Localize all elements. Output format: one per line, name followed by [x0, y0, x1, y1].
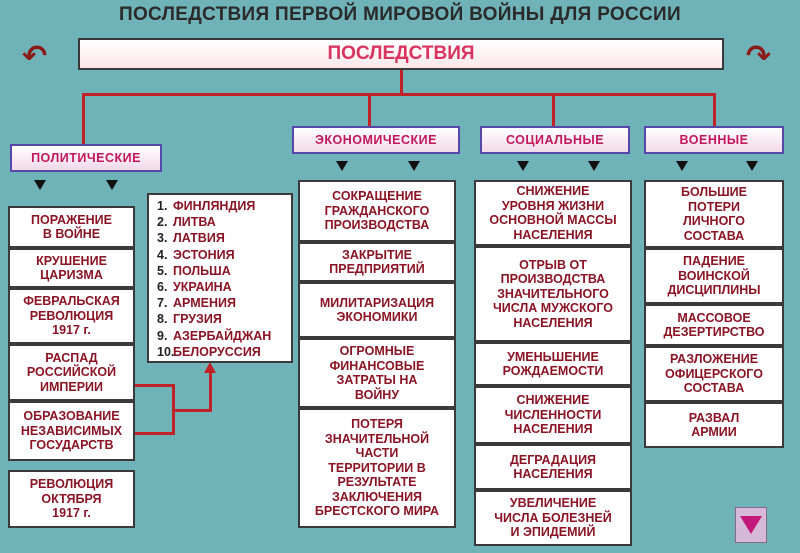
down-arrow-icon: [106, 180, 118, 190]
social-item: ОТРЫВ ОТ ПРОИЗВОДСТВА ЗНАЧИТЕЛЬНОГО ЧИСЛ…: [474, 246, 632, 342]
list-item: 6.УКРАИНА: [157, 280, 232, 295]
bracket-bottom: [135, 432, 175, 435]
economic-item: ОГРОМНЫЕ ФИНАНСОВЫЕ ЗАТРАТЫ НА ВОЙНУ: [298, 338, 456, 408]
list-item: 9.АЗЕРБАЙДЖАН: [157, 328, 272, 343]
political-item: РЕВОЛЮЦИЯ ОКТЯБРЯ 1917 г.: [8, 470, 135, 528]
political-item: ПОРАЖЕНИЕ В ВОЙНЕ: [8, 206, 135, 248]
social-item: УМЕНЬШЕНИЕ РОЖДАЕМОСТИ: [474, 342, 632, 386]
political-item: КРУШЕНИЕ ЦАРИЗМА: [8, 248, 135, 288]
social-item: УВЕЛИЧЕНИЕ ЧИСЛА БОЛЕЗНЕЙ И ЭПИДЕМИЙ: [474, 490, 632, 546]
header-military: ВОЕННЫЕ: [644, 126, 784, 154]
military-item: БОЛЬШИЕ ПОТЕРИ ЛИЧНОГО СОСТАВА: [644, 180, 784, 248]
down-arrow-icon: [517, 161, 529, 171]
connector-political: [82, 93, 85, 145]
bracket-top: [135, 384, 175, 387]
list-item: 4.ЭСТОНИЯ: [157, 247, 235, 262]
economic-item: МИЛИТАРИЗАЦИЯ ЭКОНОМИКИ: [298, 282, 456, 338]
consequences-banner: ПОСЛЕДСТВИЯ: [78, 38, 724, 70]
curved-arrow-left-icon: ↶: [22, 39, 48, 74]
connector-social: [552, 93, 555, 127]
list-item: 2.ЛИТВА: [157, 215, 216, 230]
economic-item: СОКРАЩЕНИЕ ГРАЖДАНСКОГО ПРОИЗВОДСТВА: [298, 180, 456, 242]
curved-arrow-right-icon: ↷: [746, 39, 772, 74]
social-item: ДЕГРАДАЦИЯ НАСЕЛЕНИЯ: [474, 444, 632, 490]
military-item: МАССОВОЕ ДЕЗЕРТИРСТВО: [644, 304, 784, 346]
military-item: ПАДЕНИЕ ВОИНСКОЙ ДИСЦИПЛИНЫ: [644, 248, 784, 304]
down-arrow-icon: [336, 161, 348, 171]
down-arrow-icon: [746, 161, 758, 171]
political-item: ФЕВРАЛЬСКАЯ РЕВОЛЮЦИЯ 1917 г.: [8, 288, 135, 344]
list-item: 7.АРМЕНИЯ: [157, 296, 236, 311]
header-political: ПОЛИТИЧЕСКИЕ: [10, 144, 162, 172]
list-item: 5.ПОЛЬША: [157, 263, 231, 278]
up-arrow-icon: [204, 362, 216, 373]
down-arrow-icon: [588, 161, 600, 171]
military-item: РАЗЛОЖЕНИЕ ОФИЦЕРСКОГО СОСТАВА: [644, 346, 784, 402]
list-item: 1.ФИНЛЯНДИЯ: [157, 199, 256, 213]
economic-item: ПОТЕРЯ ЗНАЧИТЕЛЬНОЙ ЧАСТИ ТЕРРИТОРИИ В Р…: [298, 408, 456, 528]
political-item: РАСПАД РОССИЙСКОЙ ИМПЕРИИ: [8, 344, 135, 401]
economic-item: ЗАКРЫТИЕ ПРЕДПРИЯТИЙ: [298, 242, 456, 282]
list-item: 8.ГРУЗИЯ: [157, 312, 222, 327]
header-social: СОЦИАЛЬНЫЕ: [480, 126, 630, 154]
next-slide-button[interactable]: [735, 507, 767, 543]
triangle-down-icon: [740, 516, 762, 534]
connector-economic: [368, 93, 371, 127]
social-item: СНИЖЕНИЕ УРОВНЯ ЖИЗНИ ОСНОВНОЙ МАССЫ НАС…: [474, 180, 632, 246]
military-item: РАЗВАЛ АРМИИ: [644, 402, 784, 448]
list-item: 3.ЛАТВИЯ: [157, 231, 225, 246]
header-economic: ЭКОНОМИЧЕСКИЕ: [292, 126, 460, 154]
bracket-up: [209, 372, 212, 412]
down-arrow-icon: [676, 161, 688, 171]
down-arrow-icon: [408, 161, 420, 171]
connector-military: [713, 93, 716, 127]
list-item: 10.БЕЛОРУССИЯ: [157, 344, 261, 359]
page-title: ПОСЛЕДСТВИЯ ПЕРВОЙ МИРОВОЙ ВОЙНЫ ДЛЯ РОС…: [119, 4, 681, 25]
social-item: СНИЖЕНИЕ ЧИСЛЕННОСТИ НАСЕЛЕНИЯ: [474, 386, 632, 444]
down-arrow-icon: [34, 180, 46, 190]
connector-horizontal: [82, 93, 716, 96]
political-item: ОБРАЗОВАНИЕ НЕЗАВИСИМЫХ ГОСУДАРСТВ: [8, 401, 135, 461]
countries-list: 1.ФИНЛЯНДИЯ 2.ЛИТВА 3.ЛАТВИЯ 4.ЭСТОНИЯ 5…: [147, 193, 293, 363]
connector-banner-down: [400, 70, 403, 94]
bracket-out: [172, 409, 212, 412]
